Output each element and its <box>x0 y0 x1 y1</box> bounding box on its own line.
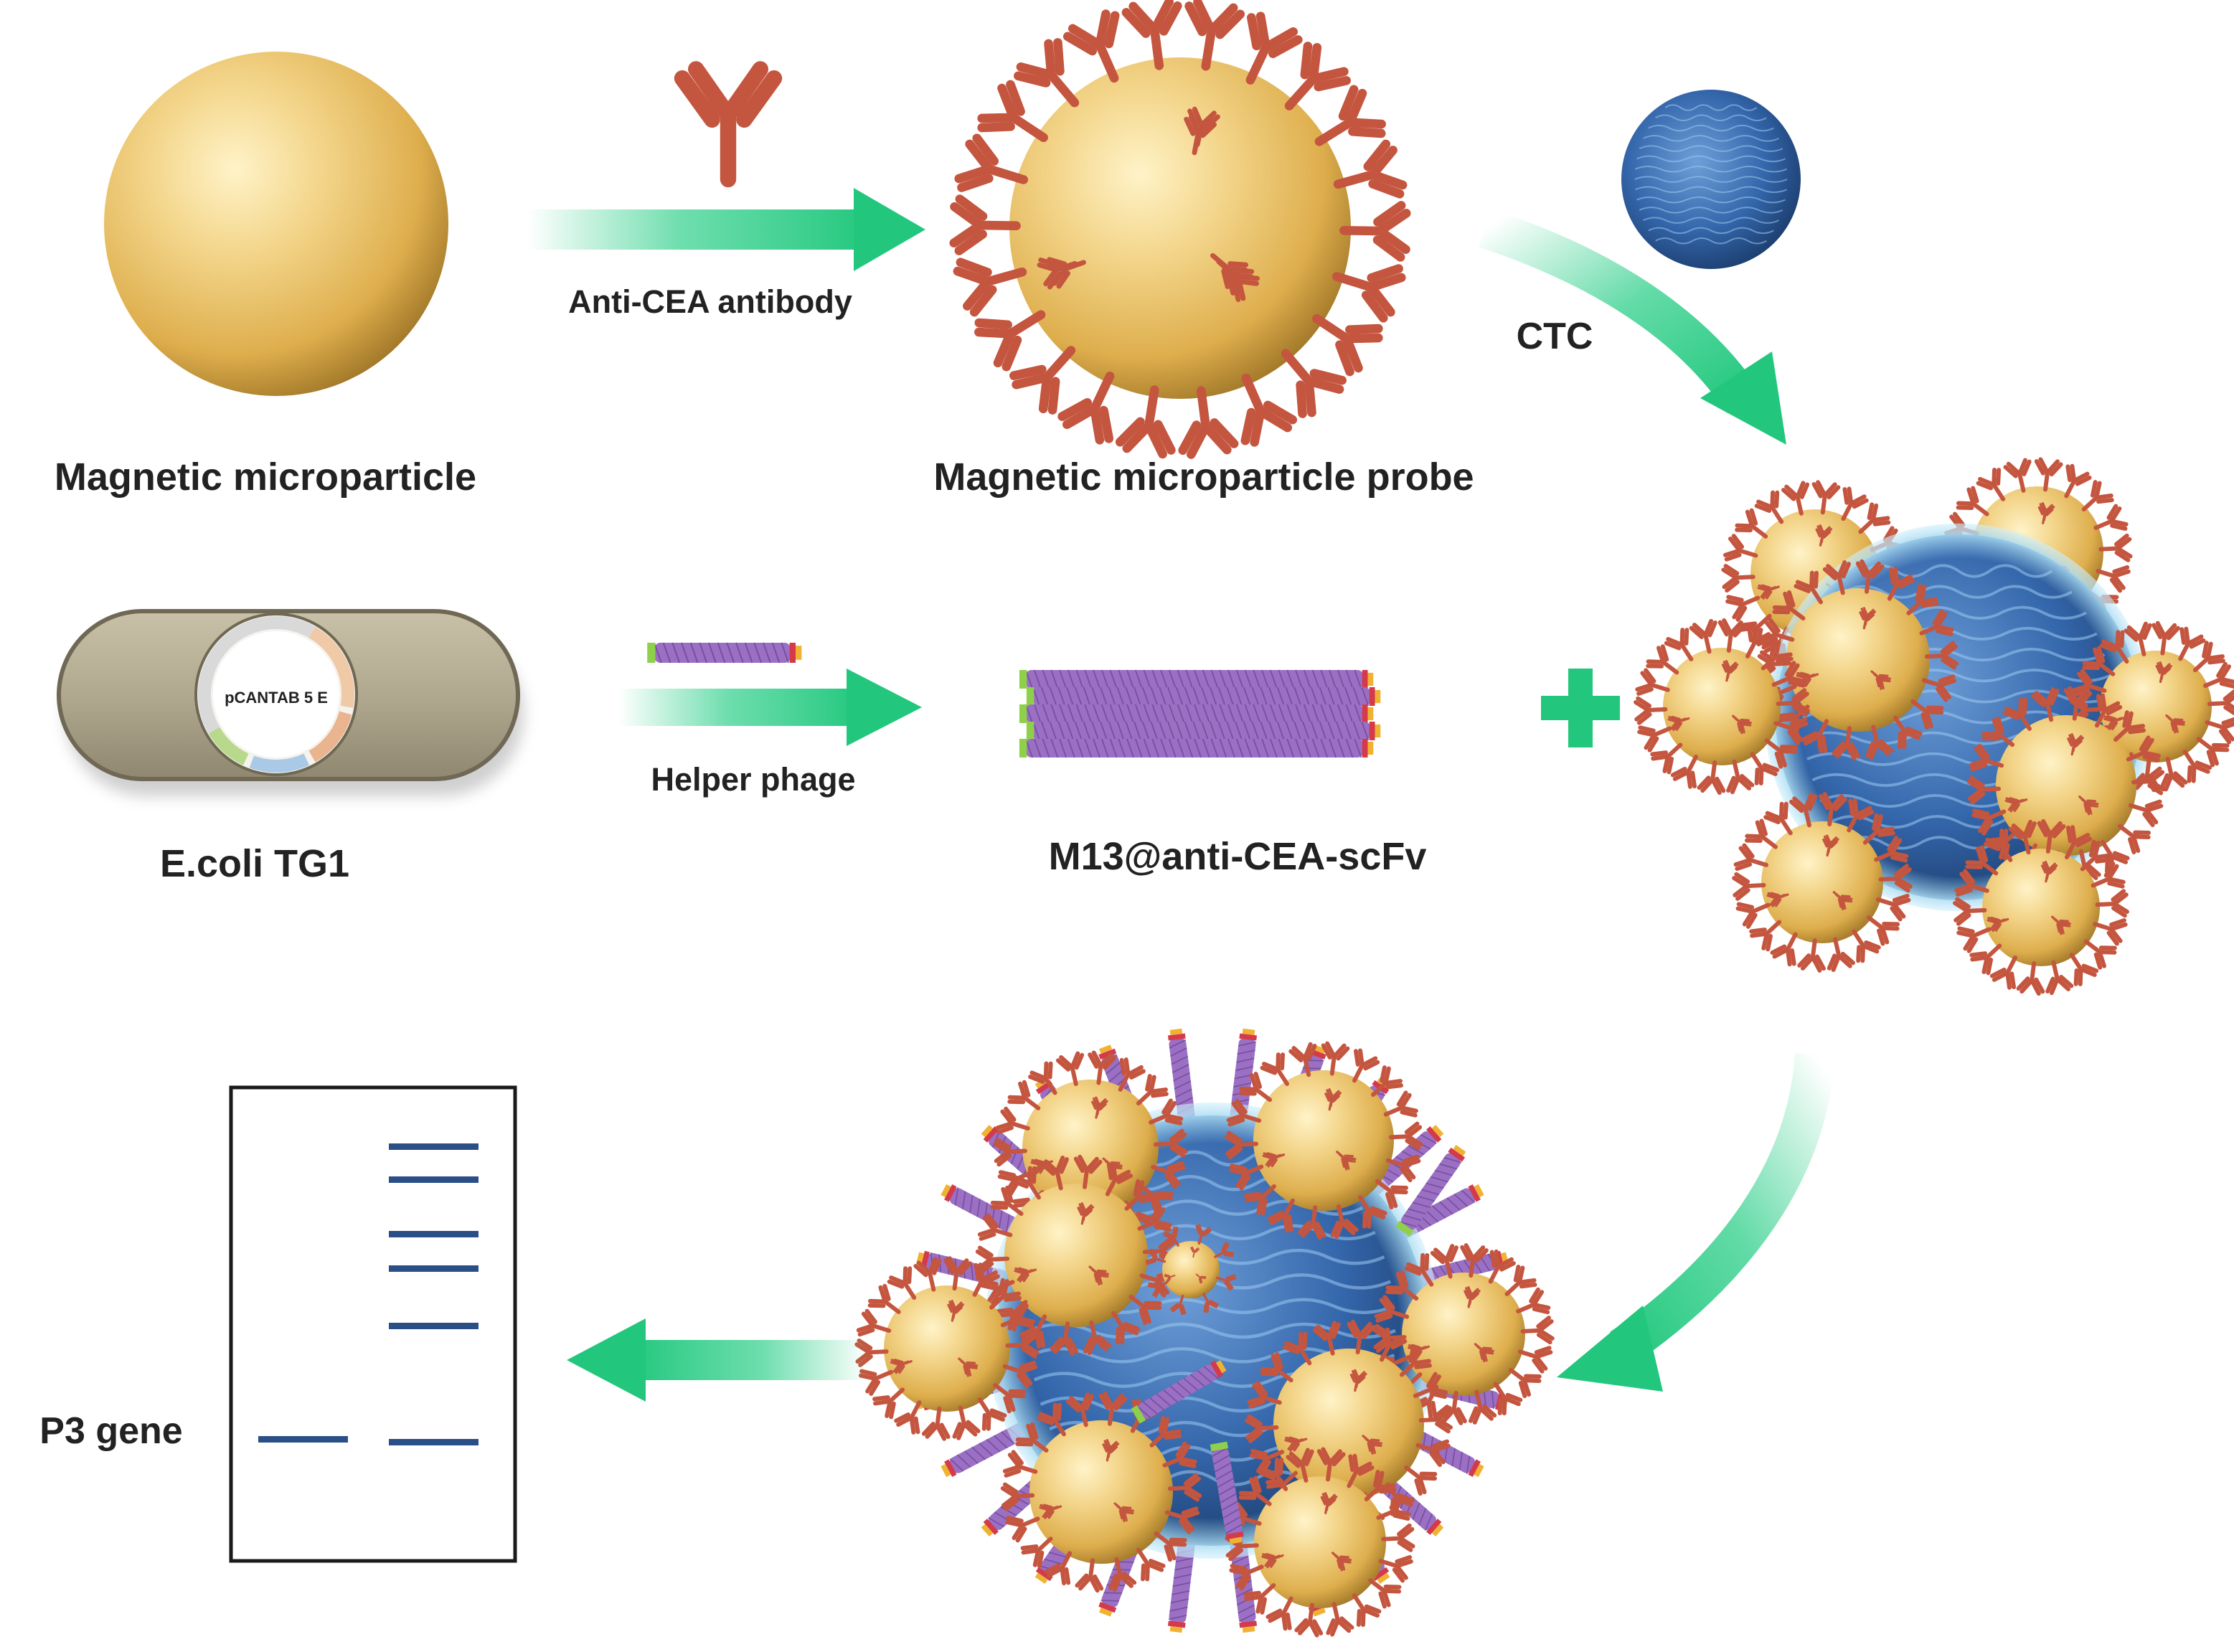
arrow-phage-binding <box>1557 1053 1835 1392</box>
label-m13: M13@anti-CEA-scFv <box>1049 835 1427 878</box>
label-helper-phage: Helper phage <box>651 761 855 798</box>
antibody-icon <box>674 61 783 188</box>
label-p3-gene: P3 gene <box>39 1410 182 1452</box>
arrow-pcr-readout <box>567 1318 868 1402</box>
gel-band-lane2 <box>389 1143 479 1150</box>
gel-band-lane2 <box>389 1231 479 1237</box>
plasmid-icon: pCANTAB 5 E <box>194 613 358 776</box>
gel-band-lane2 <box>389 1176 479 1183</box>
arrow-ctc-capture <box>1479 209 1786 445</box>
phage-labeled-ctc-complex <box>854 1028 1555 1638</box>
helper-phage-icon <box>647 642 802 664</box>
label-magnetic-microparticle: Magnetic microparticle <box>55 456 476 499</box>
gel-bands <box>258 1143 479 1445</box>
gel-band-lane1 <box>258 1436 348 1443</box>
magnetic-microparticle-probe <box>949 0 1411 459</box>
label-ctc: CTC <box>1517 316 1593 357</box>
arrow-helper-phage <box>618 669 922 746</box>
label-anti-cea-antibody: Anti-CEA antibody <box>568 283 852 320</box>
plasmid-label: pCANTAB 5 E <box>225 689 328 707</box>
arrow-anti-cea <box>527 188 925 271</box>
magnetic-microparticle <box>104 52 448 396</box>
ctc-cell-icon <box>1621 90 1801 269</box>
m13-phage-icon <box>1019 669 1381 758</box>
gel-band-lane2 <box>389 1323 479 1329</box>
label-ecoli: E.coli TG1 <box>160 842 349 885</box>
label-magnetic-microparticle-probe: Magnetic microparticle probe <box>933 456 1474 499</box>
gel-band-lane2 <box>389 1265 479 1272</box>
captured-ctc-complex <box>1634 457 2234 996</box>
gel-band-lane2 <box>389 1439 479 1445</box>
plus-icon <box>1541 669 1620 747</box>
